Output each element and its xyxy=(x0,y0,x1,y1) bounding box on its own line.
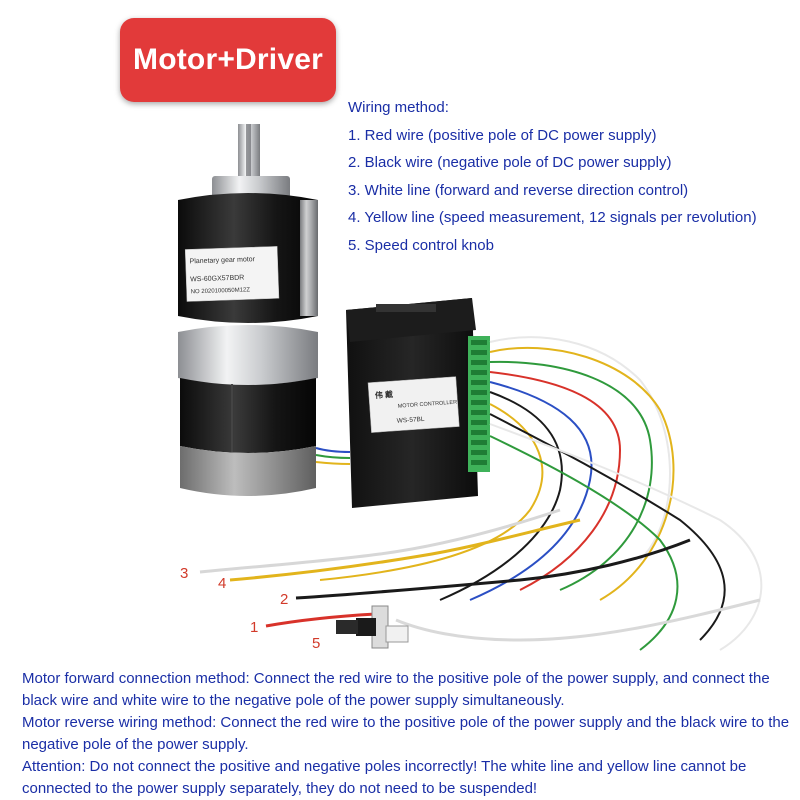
gear-motor: Planetary gear motor WS-60GX57BDR NO 202… xyxy=(178,124,351,496)
motor-no-text: NO 2020100050M12Z xyxy=(191,287,251,295)
wiring-item-black: 2. Black wire (negative pole of DC power… xyxy=(348,154,672,171)
terminal-block xyxy=(468,336,490,472)
motor-model-text: WS-60GX57BDR xyxy=(190,275,244,284)
wiring-item-red: 1. Red wire (positive pole of DC power s… xyxy=(348,126,657,144)
reverse-connection-note: Motor reverse wiring method: Connect the… xyxy=(22,714,790,753)
controller-label-sticker: 伟 戴 MOTOR CONTROLLER WS-57BL xyxy=(367,376,460,433)
wiring-item-knob: 5. Speed control knob xyxy=(348,236,494,254)
lead-wires xyxy=(199,508,761,642)
wiring-item-white: 3. White line (forward and reverse direc… xyxy=(348,181,689,199)
banner-title: Motor+Driver xyxy=(133,43,323,76)
forward-connection-note: Motor forward connection method: Connect… xyxy=(22,670,770,709)
controller-title-text: MOTOR CONTROLLER xyxy=(398,400,458,410)
callout-1: 1 xyxy=(250,619,258,636)
attention-note: Attention: Do not connect the positive a… xyxy=(22,758,747,797)
motor-controller: 伟 戴 MOTOR CONTROLLER WS-57BL xyxy=(346,298,490,508)
title-banner: Motor+Driver xyxy=(120,18,336,102)
product-photo: Planetary gear motor WS-60GX57BDR NO 202… xyxy=(178,124,763,652)
speed-control-knob xyxy=(336,605,409,649)
callout-5: 5 xyxy=(312,635,320,652)
controller-model-text: WS-57BL xyxy=(397,416,426,425)
wiring-method-list: Wiring method: 1. Red wire (positive pol… xyxy=(348,94,800,259)
svg-text:伟 戴: 伟 戴 xyxy=(375,389,394,400)
wiring-item-yellow: 4. Yellow line (speed measurement, 12 si… xyxy=(348,209,757,226)
callout-2: 2 xyxy=(280,591,288,608)
callout-4: 4 xyxy=(218,575,226,592)
callout-3: 3 xyxy=(180,565,188,582)
wiring-heading: Wiring method: xyxy=(348,99,449,116)
motor-label-text: Planetary gear motor xyxy=(190,256,256,265)
wire-bundle xyxy=(319,336,763,651)
motor-label-sticker: Planetary gear motor WS-60GX57BDR NO 202… xyxy=(184,246,280,302)
connection-notes: Motor forward connection method: Connect… xyxy=(22,668,792,800)
